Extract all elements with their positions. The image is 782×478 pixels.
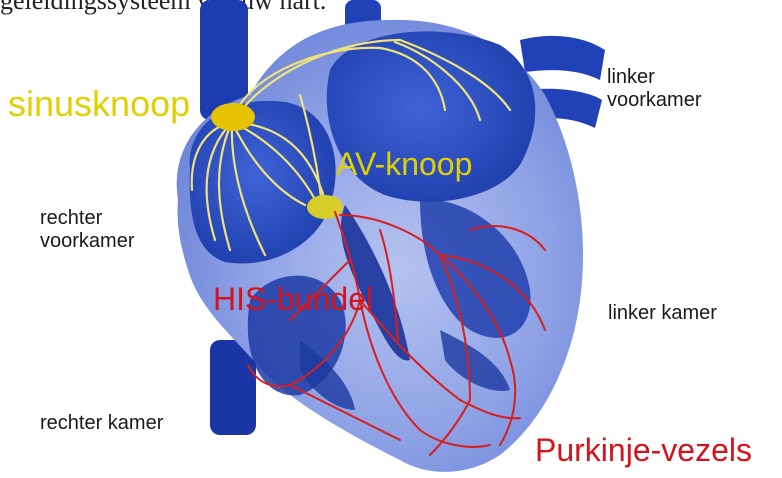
- label-av-knoop: AV-knoop: [336, 146, 472, 183]
- label-linker-voorkamer-line1: linker: [607, 66, 701, 89]
- av-node: [307, 195, 343, 219]
- sinus-node: [211, 103, 255, 131]
- label-his-bundel: HIS-bundel: [213, 281, 373, 318]
- label-sinusknoop: sinusknoop: [8, 83, 190, 124]
- label-rechter-voorkamer: rechter voorkamer: [40, 207, 134, 253]
- label-linker-kamer: linker kamer: [608, 302, 717, 325]
- label-linker-voorkamer-line2: voorkamer: [607, 89, 701, 112]
- label-linker-voorkamer: linker voorkamer: [607, 66, 701, 112]
- label-purkinje-vezels: Purkinje-vezels: [535, 432, 752, 469]
- label-rechter-voorkamer-line2: voorkamer: [40, 230, 134, 253]
- label-rechter-voorkamer-line1: rechter: [40, 207, 134, 230]
- label-rechter-kamer: rechter kamer: [40, 412, 163, 435]
